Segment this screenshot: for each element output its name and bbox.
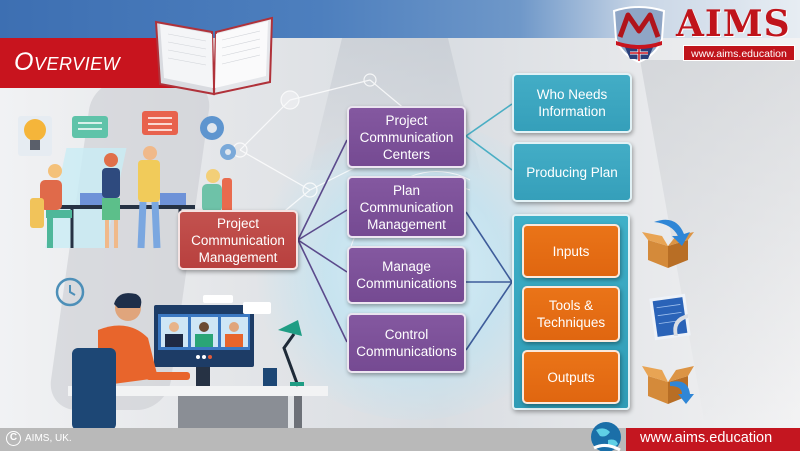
video-call-illustration bbox=[68, 293, 328, 430]
aims-logo[interactable]: AIMS www.aims.education bbox=[600, 3, 800, 63]
copyright-icon: C bbox=[6, 431, 21, 446]
root-node-label: Project Communication Management bbox=[191, 215, 285, 265]
producing-plan-box[interactable]: Producing Plan bbox=[512, 142, 632, 202]
open-box-arrow-in-icon bbox=[642, 219, 694, 268]
process-label: Project Communication Centers bbox=[359, 112, 454, 162]
footer-url[interactable]: www.aims.education bbox=[640, 430, 773, 446]
process-label: Control Communications bbox=[356, 327, 457, 359]
logo-url[interactable]: www.aims.education bbox=[683, 45, 795, 61]
process-box-control[interactable]: Control Communications bbox=[347, 313, 466, 373]
open-book-icon bbox=[154, 16, 274, 96]
copyright: C AIMS, UK. bbox=[6, 431, 72, 446]
process-box-plan[interactable]: Plan Communication Management bbox=[347, 176, 466, 238]
header-band bbox=[0, 0, 800, 38]
who-needs-info-box[interactable]: Who Needs Information bbox=[512, 73, 632, 133]
child-label: Who Needs Information bbox=[536, 87, 608, 119]
process-box-manage[interactable]: Manage Communications bbox=[347, 246, 466, 304]
logo-brand: AIMS bbox=[676, 3, 791, 45]
team-meeting-illustration bbox=[18, 111, 236, 249]
inputs-box[interactable]: Inputs bbox=[522, 224, 620, 278]
copyright-text: AIMS, UK. bbox=[25, 433, 72, 444]
element-label: Outputs bbox=[547, 369, 595, 385]
tools-techniques-box[interactable]: Tools & Techniques bbox=[522, 286, 620, 342]
outputs-box[interactable]: Outputs bbox=[522, 350, 620, 404]
root-node-box[interactable]: Project Communication Management bbox=[178, 210, 298, 270]
process-label: Manage Communications bbox=[356, 259, 457, 291]
child-label: Producing Plan bbox=[526, 164, 618, 180]
crest-shield-icon bbox=[612, 6, 666, 63]
process-box-centers[interactable]: Project Communication Centers bbox=[347, 106, 466, 168]
blueprint-tool-icon bbox=[649, 293, 691, 341]
globe-icon bbox=[591, 422, 621, 451]
footer-url-band bbox=[626, 428, 800, 451]
process-label: Plan Communication Management bbox=[359, 182, 454, 232]
element-label: Inputs bbox=[552, 243, 590, 259]
clock-icon bbox=[55, 277, 85, 307]
open-box-arrow-out-icon bbox=[642, 366, 694, 404]
element-label: Tools & Techniques bbox=[536, 298, 606, 330]
page-title: Overview bbox=[14, 48, 121, 76]
